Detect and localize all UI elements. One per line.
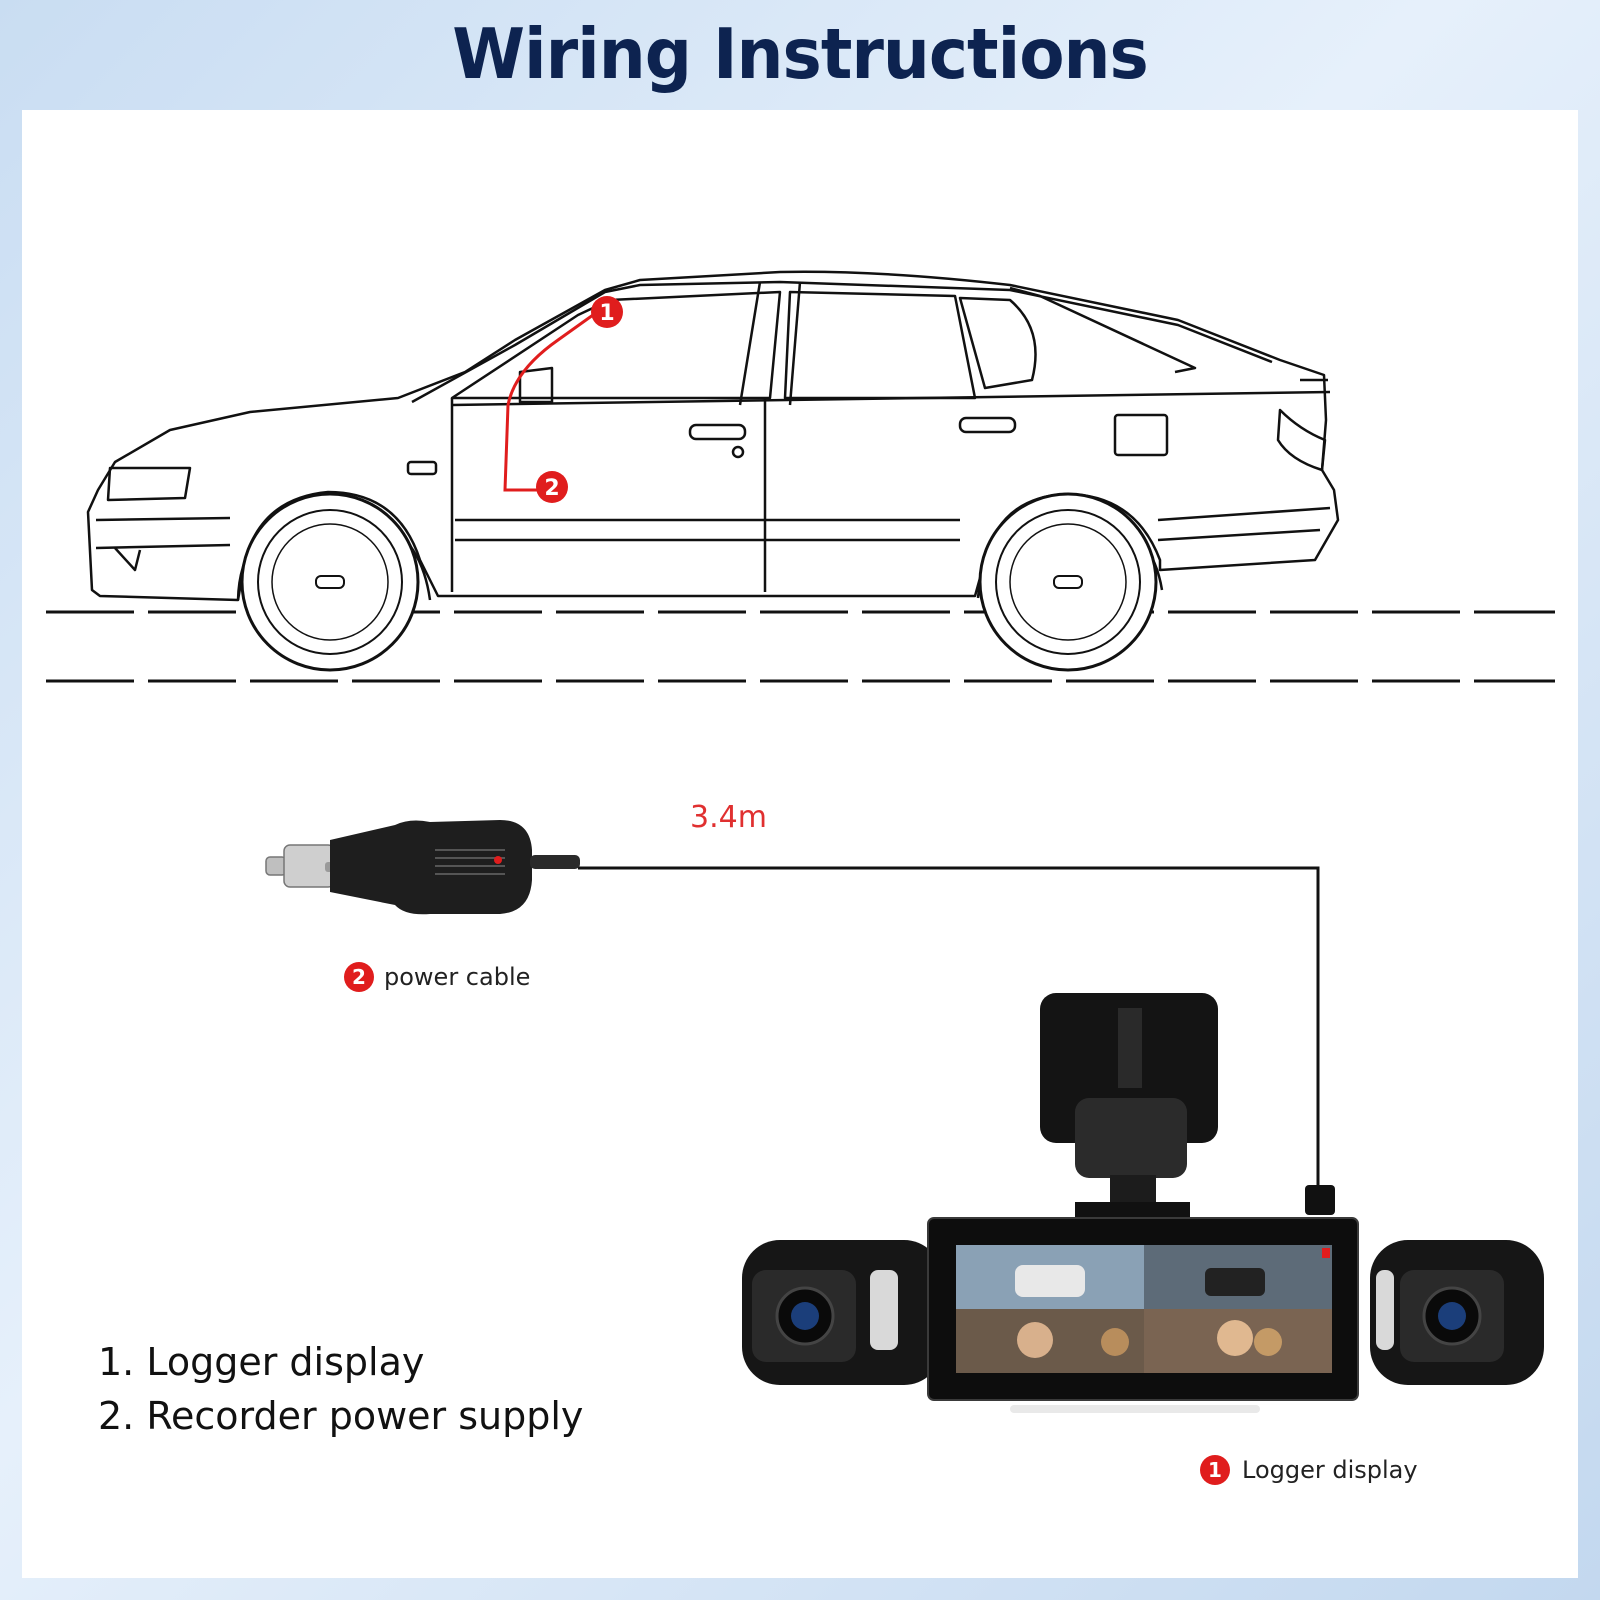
marker-1-text: 1 — [599, 301, 614, 326]
dash-cam-icon — [742, 993, 1544, 1413]
legend-item-1: 1. Logger display — [98, 1340, 425, 1384]
power-cable-caption: 2 power cable — [344, 962, 530, 992]
marker-2-icon: 2 — [536, 471, 568, 503]
marker-1-icon: 1 — [591, 296, 623, 328]
marker-2-text: 2 — [544, 476, 559, 501]
power-cable-badge: 2 — [344, 962, 374, 992]
car-charger-icon — [265, 820, 580, 915]
logger-display-label: Logger display — [1242, 1456, 1418, 1484]
front-wheel-icon — [240, 492, 420, 672]
rear-wheel-icon — [978, 492, 1158, 672]
cable-route-line — [503, 308, 601, 492]
cable-length-label: 3.4m — [690, 800, 767, 835]
power-cable-line — [578, 866, 1320, 1198]
power-cable-label: power cable — [384, 963, 531, 991]
logger-display-caption: 1 Logger display — [1200, 1455, 1418, 1485]
page-title: Wiring Instructions — [452, 14, 1149, 95]
logger-display-badge: 1 — [1200, 1455, 1230, 1485]
legend-list: 1. Logger display 2. Recorder power supp… — [98, 1335, 583, 1443]
legend-item-2: 2. Recorder power supply — [98, 1394, 584, 1438]
